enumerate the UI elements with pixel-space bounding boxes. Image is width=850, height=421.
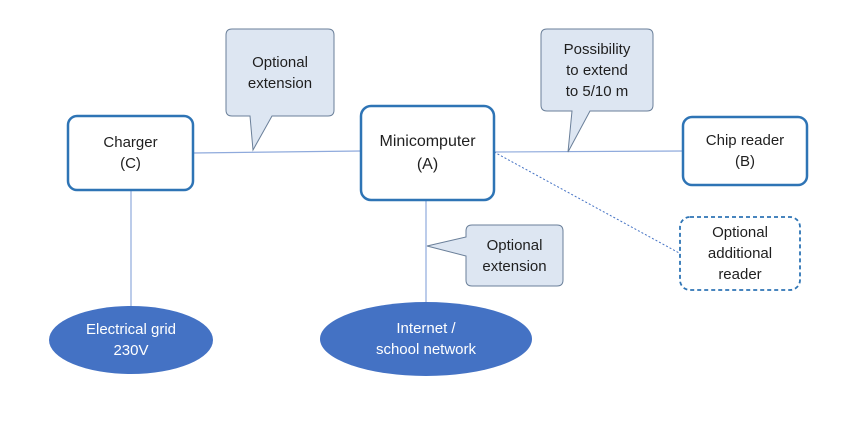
minicomputer-box	[359, 104, 496, 202]
charger-extension-callout-line1: Optional	[252, 53, 308, 71]
minicomputer-label-code: (A)	[416, 156, 439, 173]
chip-reader-label-code: (B)	[735, 153, 755, 170]
network-extension-callout-line2: extension	[482, 257, 547, 275]
optional-reader-box	[679, 216, 801, 291]
internet-label-line1: Internet /	[396, 320, 456, 337]
network-extension-callout-line1: Optional	[486, 236, 543, 254]
optional-reader-label-line3: reader	[718, 266, 762, 283]
optional-reader-label: Optional additional reader	[680, 217, 800, 290]
charger-extension-callout-label: Optional extension	[226, 29, 334, 116]
chip-reader-label-name: Chip reader	[705, 132, 785, 149]
reader-extension-callout-line2: to extend	[566, 61, 628, 79]
minicomputer-chipreader-connector	[493, 150, 684, 153]
charger-extension-callout-line2: extension	[247, 74, 313, 92]
charger-label: Charger (C)	[68, 116, 193, 190]
optional-reader-label-line2: additional	[707, 245, 773, 262]
minicomputer-label: Minicomputer (A)	[361, 106, 494, 200]
electrical-grid-label-line1: Electrical grid	[85, 321, 177, 338]
reader-extension-callout-line1: Possibility	[563, 40, 631, 58]
reader-extension-callout	[540, 28, 654, 153]
internet-label-line2: school network	[375, 341, 477, 358]
reader-extension-callout-label: Possibility to extend to 5/10 m	[541, 29, 653, 111]
electrical-grid-label-line2: 230V	[113, 342, 149, 359]
electrical-grid-ellipse	[49, 306, 213, 374]
minicomputer-label-name: Minicomputer	[379, 133, 476, 150]
electrical-grid-label: Electrical grid 230V	[49, 306, 213, 374]
internet-ellipse	[320, 302, 532, 376]
internet-label: Internet / school network	[320, 302, 532, 376]
chip-reader-box	[681, 115, 809, 187]
charger-extension-callout	[225, 28, 335, 152]
charger-minicomputer-connector	[192, 150, 362, 154]
network-extension-callout-label: Optional extension	[466, 225, 563, 286]
charger-label-code: (C)	[120, 155, 141, 172]
reader-extension-callout-line3: to 5/10 m	[565, 82, 629, 100]
minicomputer-optional-reader-connector	[493, 151, 682, 255]
charger-box	[66, 114, 195, 192]
chip-reader-label: Chip reader (B)	[683, 117, 807, 185]
optional-reader-label-line1: Optional	[712, 224, 768, 241]
charger-label-name: Charger	[103, 134, 158, 151]
network-extension-callout	[426, 224, 564, 287]
